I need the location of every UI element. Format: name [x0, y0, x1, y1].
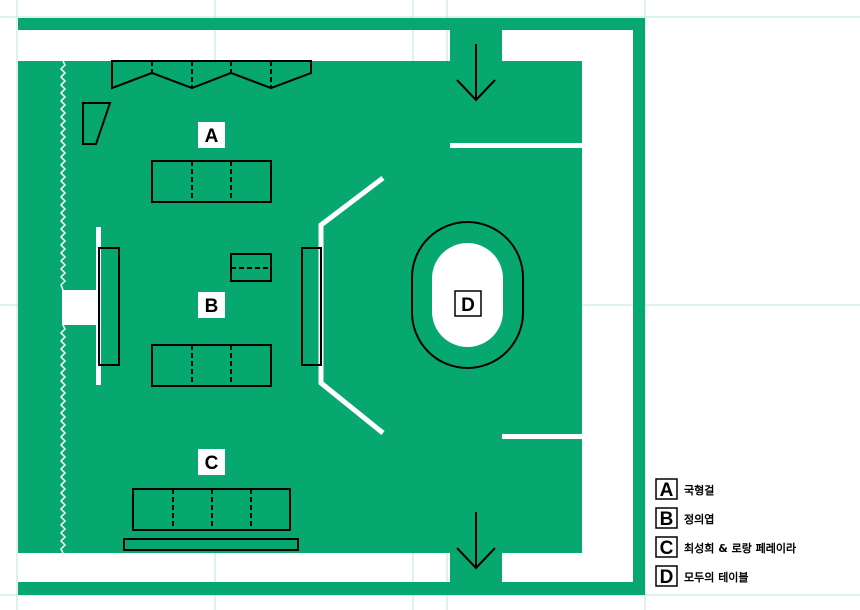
panel-right: [301, 247, 322, 366]
svg-text:최성희 & 로랑 페레이라: 최성희 & 로랑 페레이라: [684, 541, 797, 555]
svg-text:모두의 테이블: 모두의 테이블: [684, 570, 749, 584]
zone-label-a: A: [198, 122, 225, 148]
trapezoid-table: [82, 102, 112, 145]
legend-item-b: B 정의엽: [655, 507, 714, 530]
zone-label-d: D: [454, 290, 482, 317]
arrow-down-icon: [456, 44, 496, 102]
svg-text:D: D: [660, 567, 674, 588]
svg-text:A: A: [660, 480, 674, 501]
bench-c: [123, 538, 299, 551]
svg-text:B: B: [205, 296, 219, 317]
table-b: [151, 344, 272, 387]
panel-left: [98, 247, 120, 366]
svg-text:C: C: [660, 538, 674, 559]
svg-text:A: A: [205, 126, 219, 147]
svg-text:국형걸: 국형걸: [684, 483, 714, 497]
svg-text:B: B: [660, 509, 674, 530]
zone-label-c: C: [198, 449, 225, 475]
svg-text:C: C: [205, 453, 219, 474]
legend-item-a: A 국형걸: [655, 478, 714, 501]
zone-label-b: B: [198, 292, 225, 318]
legend: A 국형걸 B 정의엽 C 최성희 & 로랑 페레이라 D 모두의 테이블: [655, 478, 797, 588]
arrow-down-icon: [456, 512, 496, 570]
legend-item-c: C 최성희 & 로랑 페레이라: [655, 536, 797, 559]
furniture: [82, 60, 322, 551]
svg-text:정의엽: 정의엽: [684, 512, 714, 526]
zigzag-wall-lower: [59, 324, 67, 554]
svg-text:D: D: [461, 295, 475, 316]
table-a: [151, 160, 272, 203]
zigzag-wall: [59, 60, 67, 291]
walls: [18, 18, 645, 595]
legend-item-d: D 모두의 테이블: [655, 565, 749, 588]
